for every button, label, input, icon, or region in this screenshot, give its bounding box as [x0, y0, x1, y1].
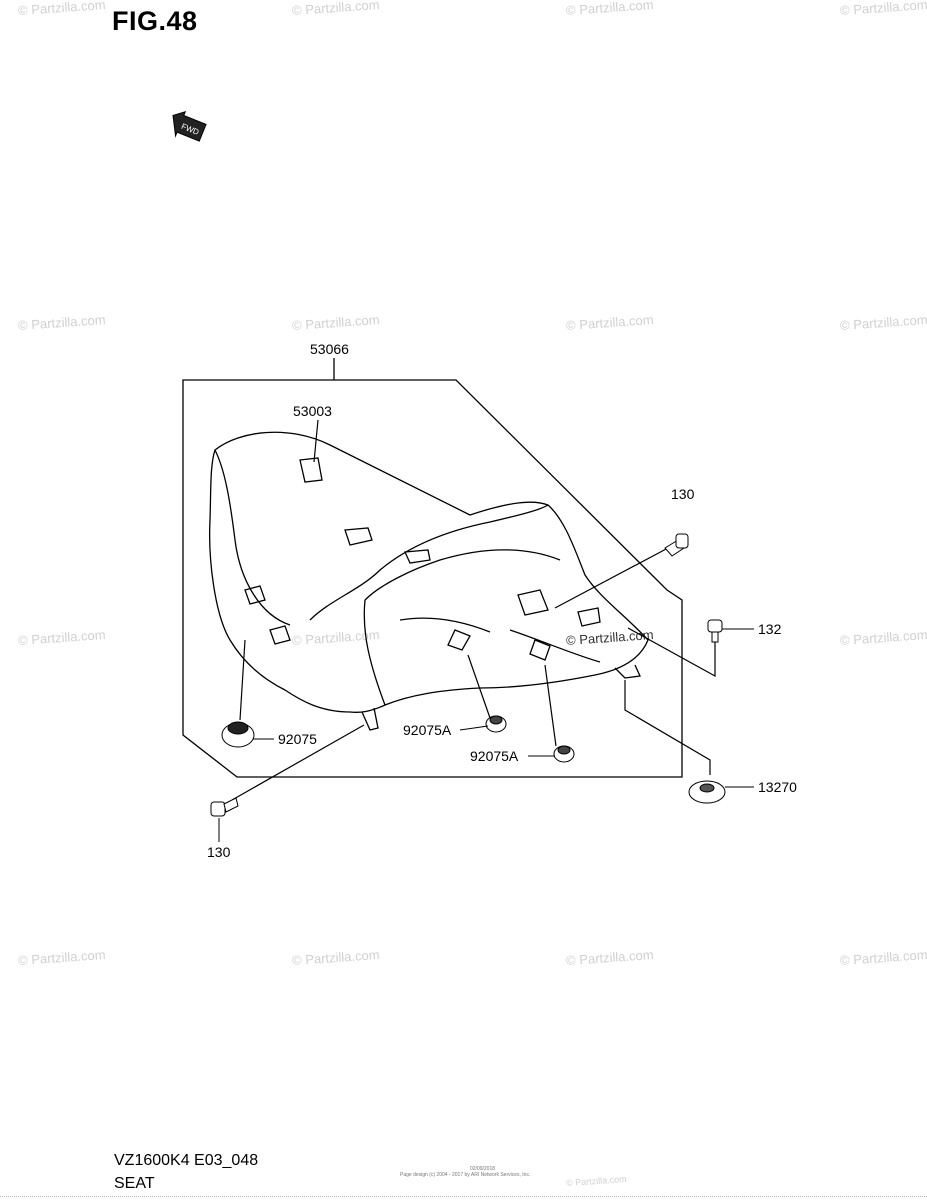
label-92075a-low: 92075A [470, 748, 519, 764]
seat-body [209, 431, 649, 731]
bolt-130-top [664, 533, 689, 557]
bolt-130-bottom [210, 797, 239, 817]
cushion-92075 [221, 721, 255, 748]
label-13270: 13270 [758, 779, 797, 795]
fine-print-date: 02/09/2018 [470, 1166, 496, 1172]
fwd-arrow-icon: FWD [172, 110, 207, 142]
label-130-top: 130 [671, 486, 695, 502]
label-53066: 53066 [310, 341, 349, 357]
damper-13270 [688, 780, 726, 804]
fine-print: Page design (c) 2004 - 2017 by ARI Netwo… [400, 1172, 531, 1178]
label-92075a-mid: 92075A [403, 722, 452, 738]
label-130-bottom: 130 [207, 844, 231, 860]
diagram-code: VZ1600K4 E03_048 [114, 1152, 259, 1169]
bolt-132 [707, 619, 723, 643]
diagram-name: SEAT [114, 1175, 155, 1192]
label-53003: 53003 [293, 403, 332, 419]
cushion-92075a-mid [485, 715, 507, 733]
label-92075: 92075 [278, 731, 317, 747]
bottom-divider [0, 1196, 927, 1197]
figure-title: FIG.48 [112, 6, 198, 36]
label-132: 132 [758, 621, 782, 637]
cushion-92075a-low [553, 745, 575, 763]
